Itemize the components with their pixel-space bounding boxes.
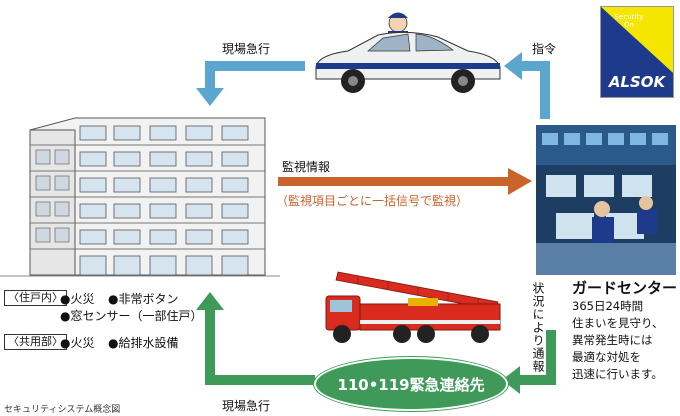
monitoring-sublabel: （監視項目ごとに一括信号で監視）	[276, 194, 469, 208]
logo-top-line1: Security	[614, 13, 644, 21]
command-arrow	[504, 52, 550, 119]
patrol-car-illustration	[315, 12, 501, 93]
private-item-fire: ●火災	[60, 292, 95, 306]
logo-brand: ALSOK	[608, 73, 666, 91]
emergency-contact-oval: 110•119緊急連絡先	[314, 357, 508, 411]
diagram-caption: セキュリティシステム概念図	[4, 405, 121, 415]
dispatch-label-bottom: 現場急行	[222, 399, 271, 413]
emergency-contact-label: 110•119緊急連絡先	[337, 375, 485, 394]
dispatch-arrow-top	[196, 61, 305, 106]
guard-center-description: 365日24時間 住まいを見守り、 異常発生時には 最適な対処を 迅速に行います…	[572, 298, 664, 383]
guard-line-2: 住まいを見守り、	[572, 316, 664, 330]
guard-center-title: ガードセンター	[572, 279, 678, 297]
private-area-label: 〈住戸内〉	[4, 290, 67, 306]
logo-top-text: Security On	[609, 13, 649, 29]
guard-line-5: 迅速に行います。	[572, 367, 663, 381]
alsok-logo: Security On ALSOK	[600, 6, 674, 98]
guard-line-4: 最適な対処を	[572, 350, 641, 364]
logo-top-line2: On	[624, 21, 634, 29]
common-item-fire: ●火災	[60, 336, 95, 350]
command-label: 指令	[532, 42, 557, 56]
fire-truck-illustration	[325, 271, 501, 343]
common-area-label: 〈共用部〉	[4, 334, 67, 350]
dispatch-arrow-bottom	[196, 292, 315, 385]
status-report-label: 状況により通報	[531, 282, 545, 373]
apartment-building-illustration	[0, 117, 280, 277]
dispatch-label-top: 現場急行	[222, 42, 271, 56]
monitoring-arrow	[278, 168, 532, 195]
monitoring-label: 監視情報	[282, 160, 331, 174]
common-item-water-equipment: ●給排水設備	[108, 336, 179, 350]
guard-center-photo	[536, 125, 676, 275]
guard-line-1: 365日24時間	[572, 299, 644, 313]
private-item-window-sensor: ●窓センサー（一部住戸）	[60, 309, 203, 323]
report-arrow	[502, 330, 556, 394]
guard-line-3: 異常発生時には	[572, 333, 653, 347]
private-item-emergency-button: ●非常ボタン	[108, 292, 179, 306]
